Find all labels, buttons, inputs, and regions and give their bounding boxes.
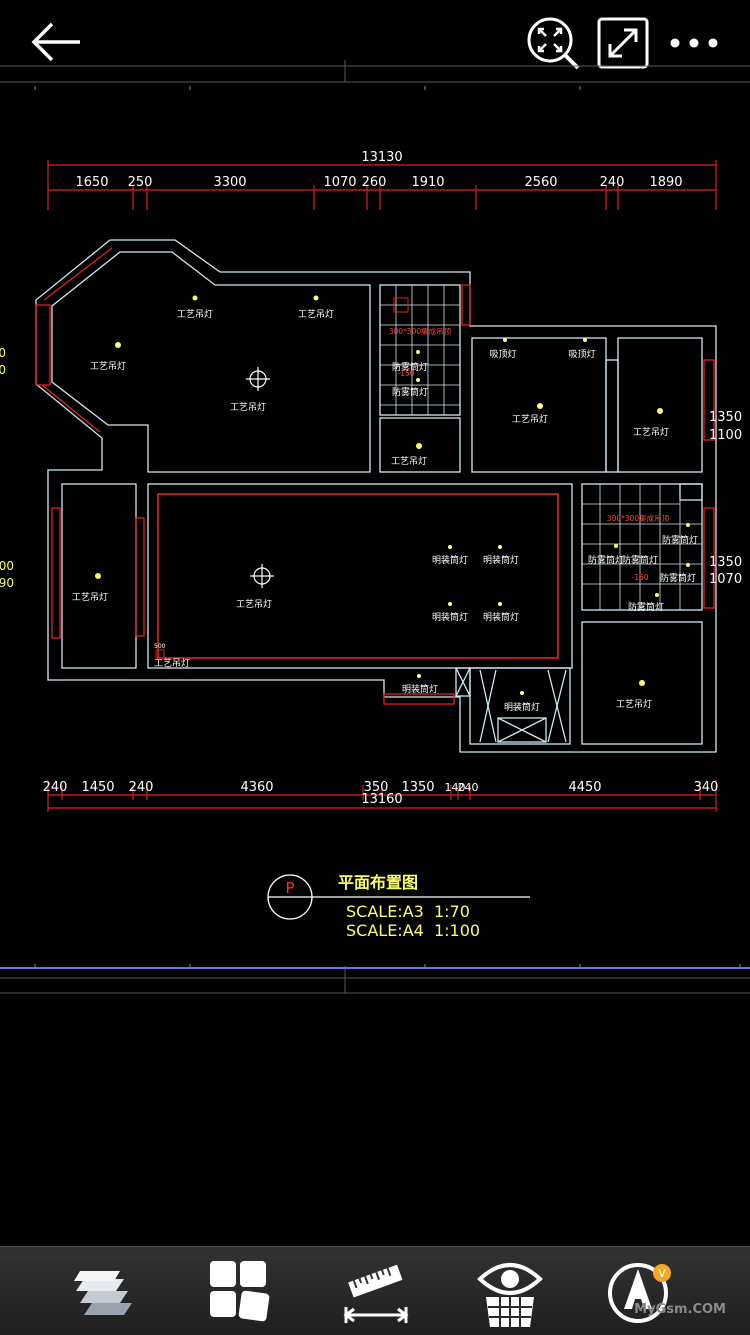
lamp-label: 工艺吊灯 bbox=[72, 592, 108, 603]
top-dim: 1890 bbox=[649, 175, 682, 190]
right-dim: 1350 bbox=[709, 410, 742, 425]
top-toolbar bbox=[0, 0, 750, 86]
top-dim: 250 bbox=[128, 175, 153, 190]
right-dim: 1070 bbox=[709, 572, 742, 587]
downlight-label: 明装筒灯 bbox=[432, 611, 468, 623]
back-button[interactable] bbox=[24, 16, 84, 68]
bottom-dim: 240 bbox=[129, 780, 154, 795]
title-symbol: P bbox=[285, 879, 294, 897]
bottom-dim: 340 bbox=[694, 780, 719, 795]
bottom-dim: 4450 bbox=[568, 780, 601, 795]
floor-plan-drawing: 13130 1650 250 3300 1070 260 1910 2560 2… bbox=[0, 60, 750, 994]
lamp-label: 工艺吊灯 bbox=[391, 456, 427, 467]
lamp-label: 工艺吊灯 bbox=[616, 699, 652, 710]
fullscreen-button[interactable] bbox=[596, 16, 652, 70]
downlight-label: 明装筒灯 bbox=[483, 554, 519, 566]
top-total-dim: 13130 bbox=[361, 150, 402, 165]
moisture-lamp-label: 防雾筒灯 bbox=[392, 361, 428, 373]
left-dim: 90 bbox=[0, 576, 14, 590]
tile-note: 300*300集成吊顶 bbox=[389, 326, 452, 336]
annotate-text-icon: V bbox=[608, 1263, 671, 1323]
lamp-label: 工艺吊灯 bbox=[512, 414, 548, 425]
top-dim: 2560 bbox=[524, 175, 557, 190]
left-dim: 0 bbox=[0, 363, 6, 377]
downlight-label: 明装筒灯 bbox=[402, 683, 438, 695]
level-mark: -150 bbox=[397, 369, 414, 378]
top-dim: 260 bbox=[362, 175, 387, 190]
moisture-lamp-label: 防雾筒灯 bbox=[588, 554, 624, 566]
measure-ruler-icon bbox=[343, 1264, 409, 1323]
top-dim: 1910 bbox=[411, 175, 444, 190]
moisture-lamp-label: 防雾筒灯 bbox=[628, 601, 664, 613]
fullscreen-icon bbox=[597, 17, 649, 69]
layout-tiles-icon bbox=[210, 1261, 270, 1322]
more-options-button[interactable] bbox=[664, 22, 724, 64]
downlight-label: 明装筒灯 bbox=[483, 611, 519, 623]
bottom-total-dim: 13160 bbox=[361, 792, 402, 807]
left-dim: 0 bbox=[0, 346, 6, 360]
top-dim: 1650 bbox=[75, 175, 108, 190]
layout-button[interactable] bbox=[202, 1257, 274, 1327]
lamp-label: 工艺吊灯 bbox=[90, 361, 126, 372]
bottom-dim: 350 bbox=[364, 780, 389, 795]
visibility-button[interactable] bbox=[474, 1257, 546, 1327]
bottom-dim: 4360 bbox=[240, 780, 273, 795]
right-dim: 1350 bbox=[709, 555, 742, 570]
lamp-label: 工艺吊灯 bbox=[154, 658, 190, 669]
measure-button[interactable] bbox=[340, 1257, 412, 1327]
visibility-eye-icon bbox=[477, 1263, 543, 1327]
ceiling-lamp-label: 吸顶灯 bbox=[489, 349, 516, 360]
annotate-button[interactable]: V bbox=[604, 1257, 676, 1327]
moisture-lamp-label: 防雾筒灯 bbox=[392, 386, 428, 398]
moisture-lamp-label: 防雾筒灯 bbox=[622, 554, 658, 566]
layers-icon bbox=[74, 1271, 132, 1315]
top-dim: 3300 bbox=[213, 175, 246, 190]
cad-drawing-canvas[interactable]: 13130 1650 250 3300 1070 260 1910 2560 2… bbox=[0, 60, 750, 1246]
ceiling-lamp-label: 吸顶灯 bbox=[568, 349, 595, 360]
back-arrow-icon bbox=[31, 22, 80, 62]
more-dots-icon bbox=[670, 38, 718, 48]
lamp-label: 工艺吊灯 bbox=[177, 309, 213, 320]
top-dim: 240 bbox=[600, 175, 625, 190]
bottom-dim: 140 bbox=[445, 781, 466, 794]
bottom-dim: 240 bbox=[458, 781, 479, 794]
layers-button[interactable] bbox=[68, 1257, 140, 1327]
downlight-label: 明装筒灯 bbox=[504, 701, 540, 713]
lamp-label: 工艺吊灯 bbox=[236, 599, 272, 610]
level-mark: -150 bbox=[631, 573, 648, 582]
bottom-dim: 240 bbox=[43, 780, 68, 795]
svg-text:V: V bbox=[658, 1267, 666, 1280]
right-dim: 1100 bbox=[709, 428, 742, 443]
lamp-label: 工艺吊灯 bbox=[230, 402, 266, 413]
scale-a4: SCALE:A4 1:100 bbox=[346, 921, 480, 940]
left-dim: 00 bbox=[0, 559, 14, 573]
bottom-dim: 1350 bbox=[401, 780, 434, 795]
small-dim: 500 bbox=[154, 643, 166, 650]
lamp-label: 工艺吊灯 bbox=[298, 309, 334, 320]
drawing-title: 平面布置图 bbox=[338, 873, 418, 892]
tile-note: 300*300集成吊顶 bbox=[607, 513, 670, 523]
scale-a3: SCALE:A3 1:70 bbox=[346, 902, 470, 921]
watermark: MyGsm.COM bbox=[634, 1302, 726, 1317]
moisture-lamp-label: 防雾筒灯 bbox=[660, 572, 696, 584]
downlight-label: 明装筒灯 bbox=[432, 554, 468, 566]
moisture-lamp-label: 防雾筒灯 bbox=[662, 534, 698, 546]
lamp-label: 工艺吊灯 bbox=[633, 427, 669, 438]
bottom-toolbar: V MyGsm.COM bbox=[0, 1246, 750, 1335]
bottom-dim: 1450 bbox=[81, 780, 114, 795]
top-dim: 1070 bbox=[323, 175, 356, 190]
